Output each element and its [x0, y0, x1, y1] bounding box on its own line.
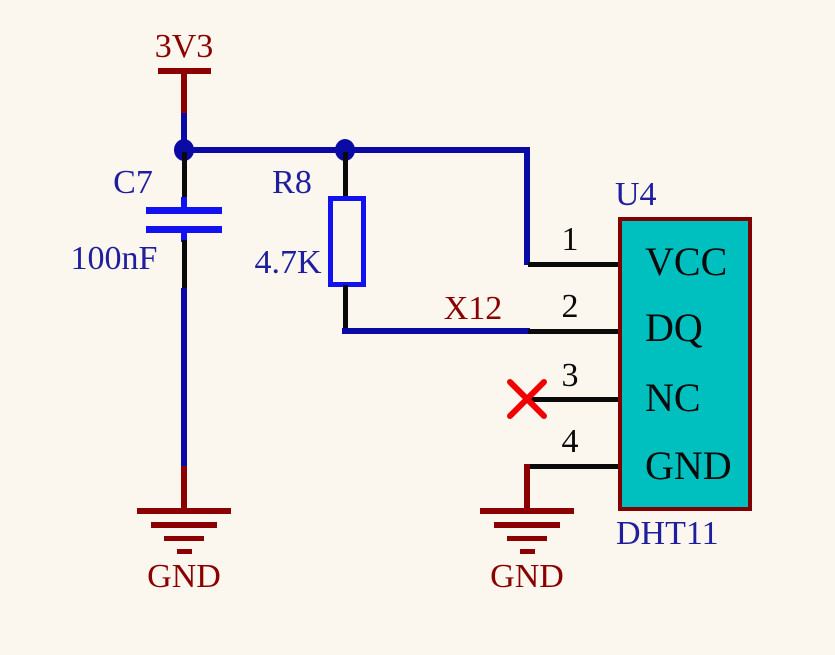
ground-stem-left: [181, 466, 187, 511]
junction-dot-right: [335, 139, 355, 161]
capacitor-plate-bottom: [146, 226, 222, 233]
ground-bar1-right: [480, 508, 574, 514]
capacitor-designator[interactable]: C7: [113, 164, 153, 201]
ground-bar2-right: [494, 522, 560, 528]
net-label-x12[interactable]: X12: [443, 290, 503, 327]
ground-bar3-left: [164, 536, 204, 541]
wire-3v3-drop[interactable]: [181, 113, 187, 151]
ic-designator[interactable]: U4: [615, 176, 657, 213]
pin4-name: GND: [645, 443, 732, 488]
pin1-lead[interactable]: [528, 262, 618, 267]
wire-c7-to-gnd[interactable]: [181, 288, 187, 469]
wire-pin1-vertical[interactable]: [524, 147, 530, 265]
ground-label-right[interactable]: GND: [490, 558, 564, 595]
ground-bar2-left: [151, 522, 217, 528]
resistor-pin-top: [343, 152, 348, 198]
pin3-lead[interactable]: [527, 397, 618, 402]
pin2-number: 2: [561, 288, 579, 325]
pin4-number: 4: [561, 423, 579, 460]
capacitor-pin-top: [182, 152, 187, 204]
power-flag-stem: [181, 71, 187, 116]
ground-bar3-right: [507, 536, 547, 541]
wire-top-rail[interactable]: [184, 147, 530, 153]
resistor-value[interactable]: 4.7K: [254, 244, 322, 281]
ground-bar1-left: [137, 508, 231, 514]
wire-x12[interactable]: [342, 328, 530, 334]
ground-bar4-left: [177, 549, 192, 554]
capacitor-plate-top: [146, 207, 222, 214]
pin1-name: VCC: [645, 239, 728, 284]
ground-bar4-right: [520, 549, 535, 554]
pin4-lead[interactable]: [527, 464, 618, 469]
pin2-lead[interactable]: [528, 329, 618, 334]
pin3-name: NC: [645, 375, 701, 420]
power-net-label-3v3[interactable]: 3V3: [154, 28, 214, 65]
ground-stem-right: [524, 464, 530, 511]
no-connect-x-icon: [507, 379, 547, 419]
capacitor-value[interactable]: 100nF: [70, 240, 158, 277]
ic-part-number[interactable]: DHT11: [616, 515, 719, 552]
junction-dot-left: [174, 139, 194, 161]
resistor-designator[interactable]: R8: [272, 164, 312, 201]
pin2-name: DQ: [645, 305, 703, 350]
ground-label-left[interactable]: GND: [147, 558, 221, 595]
ic-body[interactable]: [618, 217, 752, 511]
pin1-number: 1: [561, 221, 579, 258]
resistor-body[interactable]: [328, 196, 366, 287]
capacitor-stub-top: [181, 197, 187, 208]
pin3-number: 3: [561, 357, 579, 394]
resistor-pin-bottom: [343, 285, 348, 330]
capacitor-pin-bottom: [182, 240, 187, 290]
capacitor-stub-bottom: [181, 233, 187, 242]
